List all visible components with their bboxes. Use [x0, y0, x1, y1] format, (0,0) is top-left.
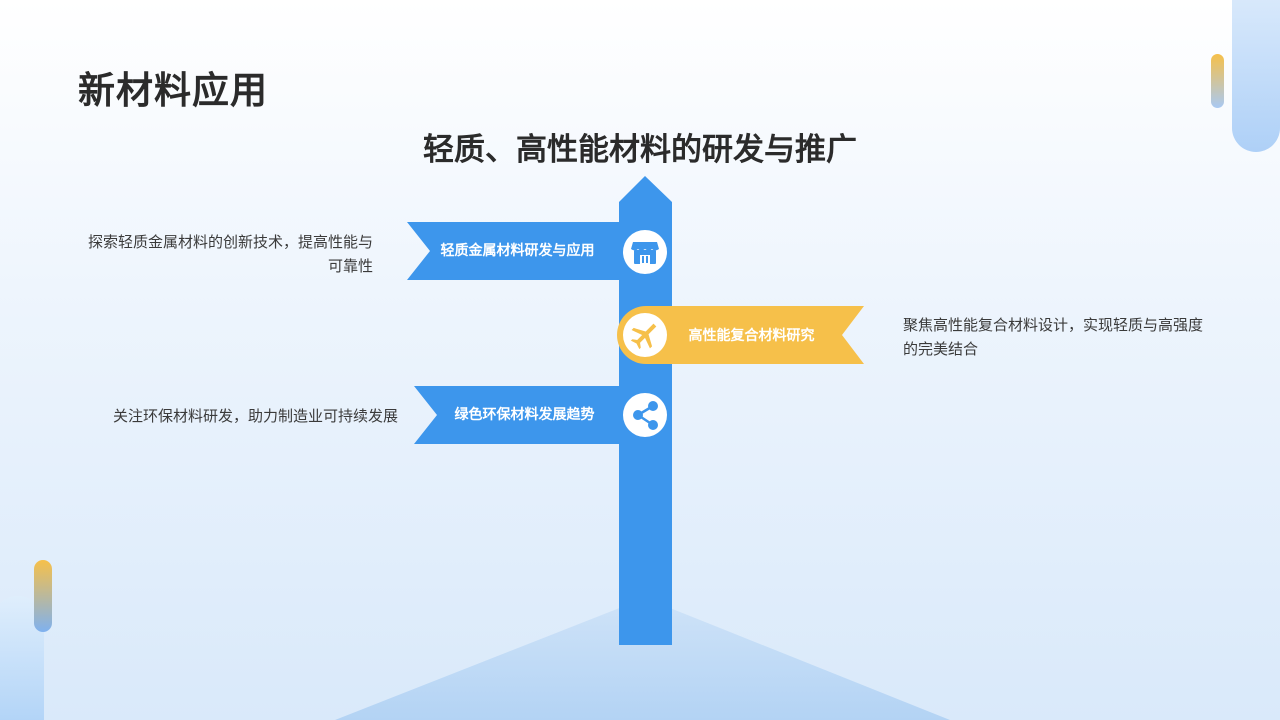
- icon-circle-3: [623, 393, 667, 437]
- sign-label-1: 轻质金属材料研发与应用: [440, 243, 595, 259]
- diagram-title: 轻质、高性能材料的研发与推广: [423, 132, 857, 168]
- airplane-icon: [630, 323, 657, 350]
- sign-label-3: 绿色环保材料发展趋势: [454, 407, 595, 423]
- sign-banner-3: [414, 386, 640, 444]
- ground-shape: [335, 598, 950, 720]
- decorative-pill-top-right: [1232, 0, 1280, 152]
- share-icon: [633, 401, 658, 430]
- page-title: 新材料应用: [78, 69, 268, 112]
- shop-icon: [631, 242, 659, 264]
- sign-banner-2: [617, 306, 864, 364]
- decorative-accent-top-right: [1211, 54, 1224, 108]
- sign-label-2: 高性能复合材料研究: [688, 328, 815, 344]
- sign-description-1: 探索轻质金属材料的创新技术，提高性能与可靠性: [87, 233, 373, 275]
- sign-description-3: 关注环保材料研发，助力制造业可持续发展: [112, 407, 398, 425]
- sign-banner-1: [407, 222, 640, 280]
- sign-description-2: 聚焦高性能复合材料设计，实现轻质与高强度的完美结合: [903, 316, 1204, 358]
- decorative-accent-bottom-left: [34, 560, 52, 632]
